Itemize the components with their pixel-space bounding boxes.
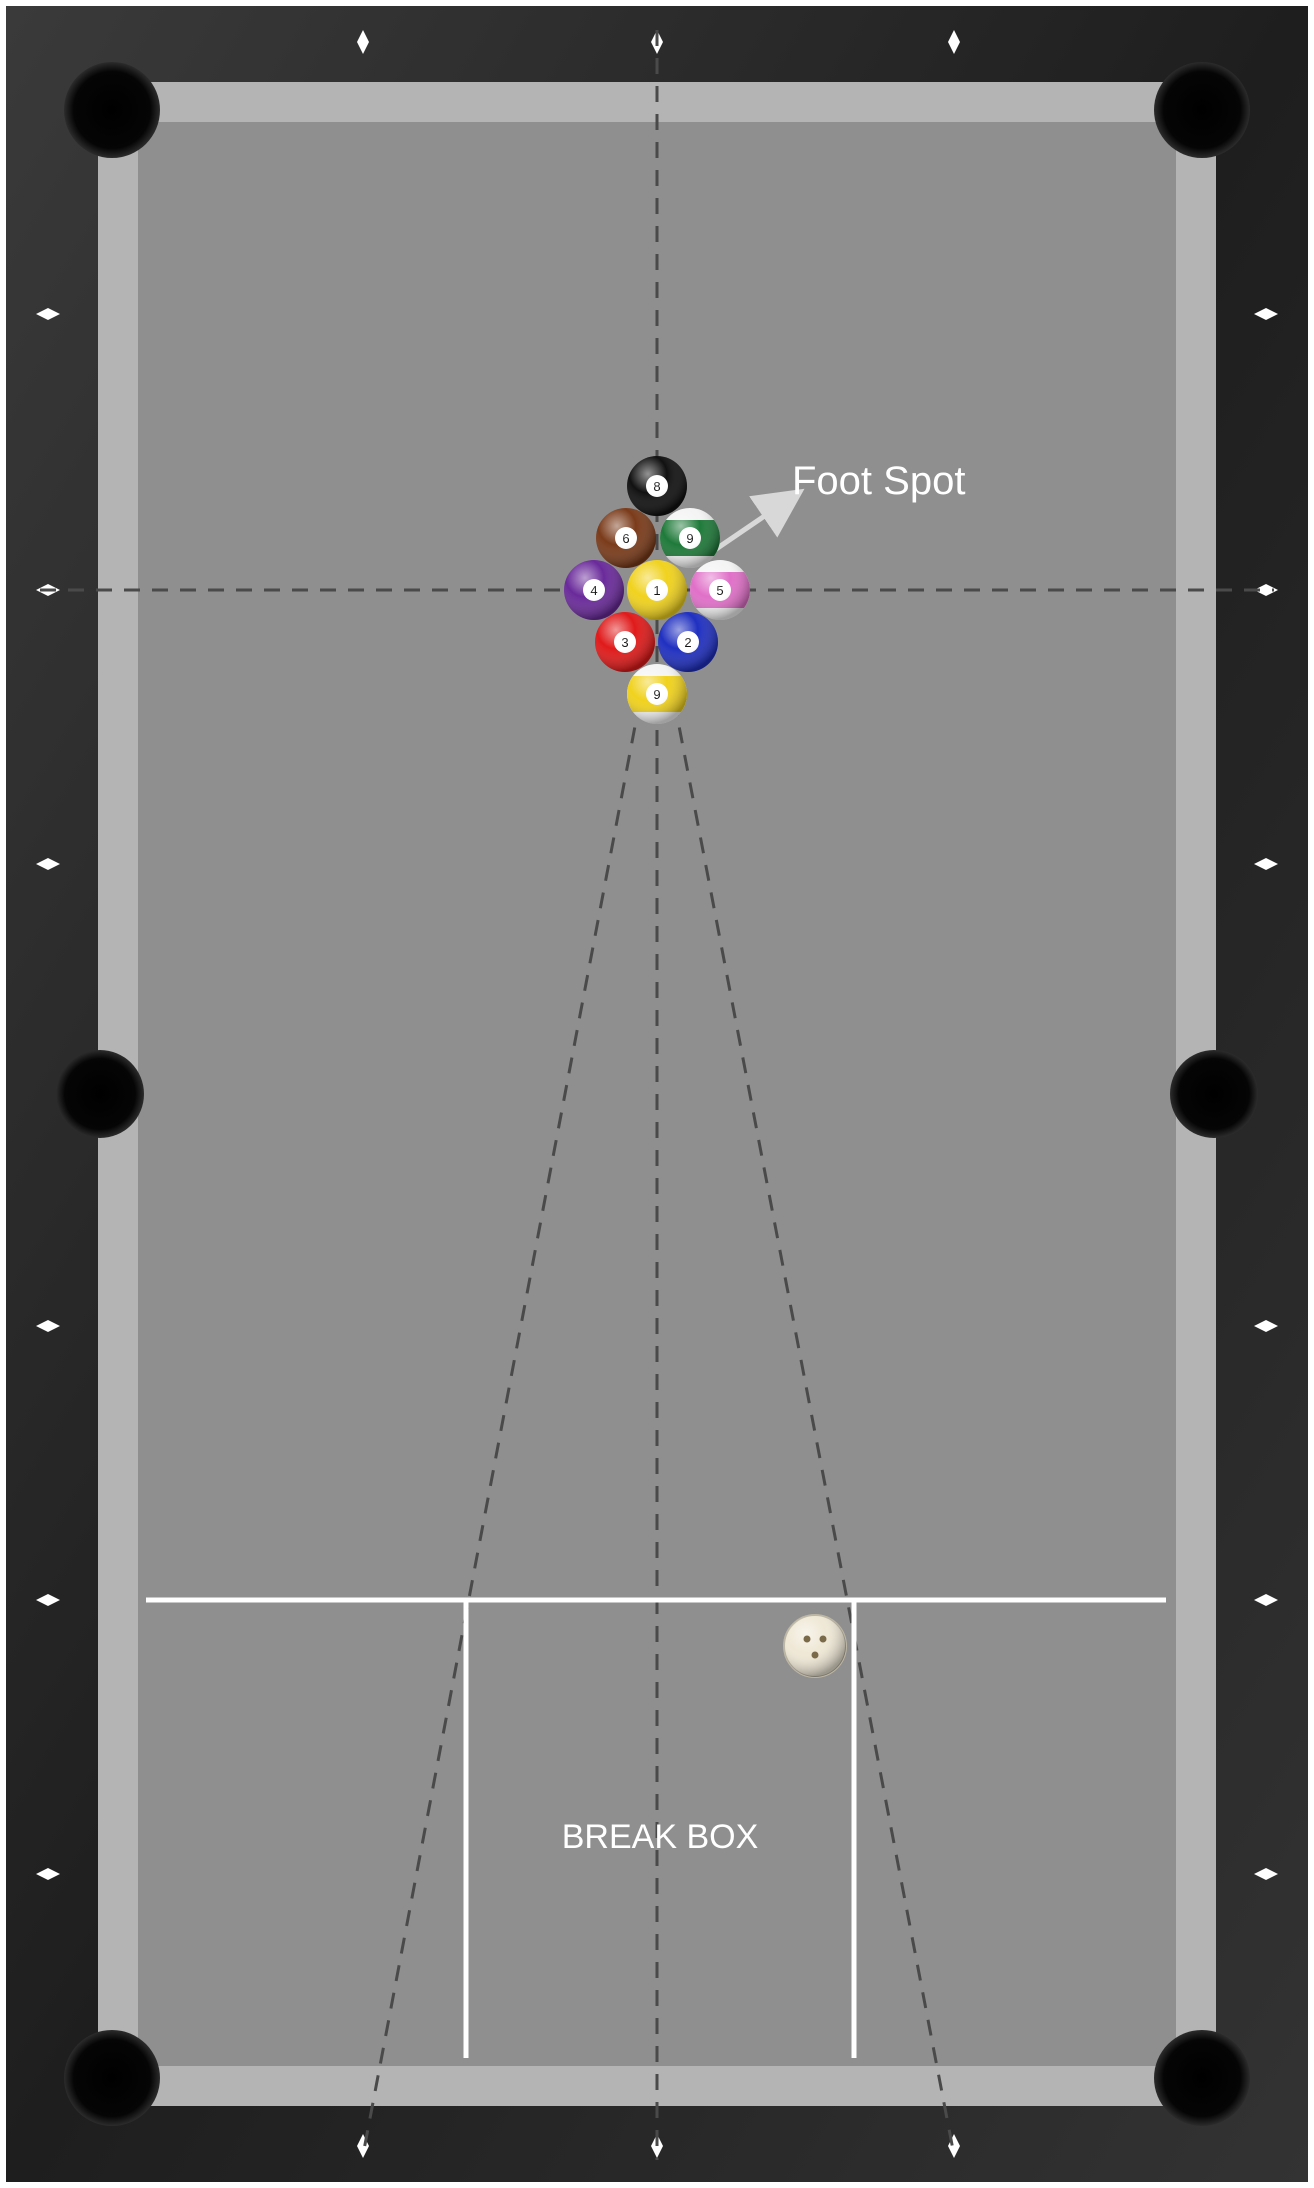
ball-2: 2 — [658, 612, 718, 672]
foot-spot-label: Foot Spot — [792, 459, 965, 503]
ball-rack: 869415329 — [564, 456, 750, 724]
diamond-icon — [1254, 858, 1278, 870]
pocket-middle-left — [56, 1050, 144, 1138]
pocket-middle-right — [1170, 1050, 1258, 1138]
diamond-icon — [1254, 1320, 1278, 1332]
pocket-top-right — [1154, 62, 1250, 158]
diamond-icon — [36, 1594, 60, 1606]
break-box-label: BREAK BOX — [562, 1818, 759, 1856]
ball-8: 8 — [627, 456, 687, 516]
diamond-icon — [36, 1868, 60, 1880]
pocket-top-left — [64, 62, 160, 158]
cue-ball — [783, 1614, 847, 1678]
diamond-icon — [36, 1320, 60, 1332]
diamond-icon — [1254, 308, 1278, 320]
diamond-icon — [36, 308, 60, 320]
pocket-bottom-left — [64, 2030, 160, 2126]
diamond-icon — [1254, 584, 1278, 596]
pockets — [56, 62, 1258, 2126]
diamond-icon — [1254, 1594, 1278, 1606]
break-box — [146, 1597, 1166, 2058]
ball-9: 9 — [660, 508, 720, 568]
ball-3: 3 — [595, 612, 655, 672]
diamond-icon — [1254, 1868, 1278, 1880]
right-angle-guide — [672, 699, 956, 2156]
diamond-icon — [948, 30, 960, 54]
diamond-icon — [357, 30, 369, 54]
diamond-icon — [36, 858, 60, 870]
ball-4: 4 — [564, 560, 624, 620]
ball-1: 1 — [627, 560, 687, 620]
ball-6: 6 — [596, 508, 656, 568]
left-angle-guide — [361, 699, 642, 2156]
ball-5: 5 — [690, 560, 750, 620]
pocket-bottom-right — [1154, 2030, 1250, 2126]
ball-9: 9 — [627, 664, 687, 724]
